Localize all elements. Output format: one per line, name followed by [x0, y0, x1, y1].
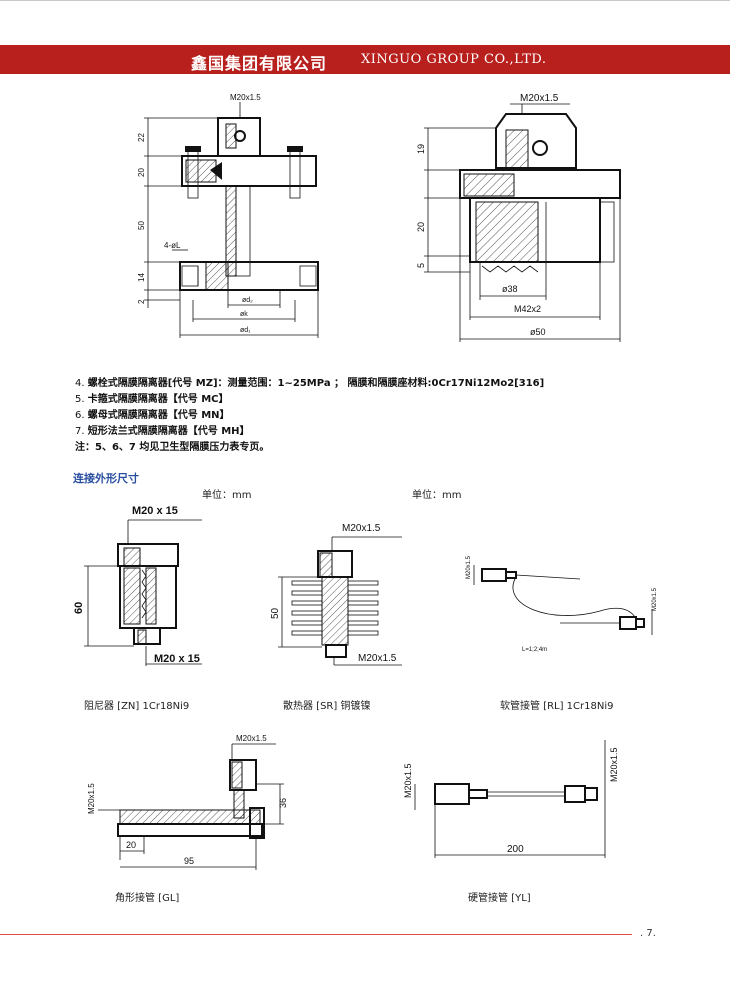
zn-thread-bottom: M20 x 15	[154, 653, 200, 665]
caption-zn: 阻尼器 [ZN] 1Cr18Ni9	[84, 701, 190, 712]
drawing-heatsink-sr: M20x1.5 50 M20x1.5	[270, 523, 402, 666]
note-num-5: 5.	[75, 394, 85, 405]
note-line-5: 5. 卡箍式隔膜隔离器【代号 MC】	[75, 393, 229, 406]
gl-dim-20: 20	[126, 840, 136, 850]
d50-label: ø50	[530, 327, 546, 337]
dim-50-label: 50	[137, 221, 146, 230]
drawing-threaded-isolator: 19 20 5 M20x1.5 ø38 M42x2 ø50	[416, 93, 621, 342]
note-line-4: 4. 螺栓式隔膜隔离器[代号 MZ]：测量范围：1~25MPa ； 隔膜和隔膜座…	[75, 377, 544, 390]
sr-thread-bottom: M20x1.5	[358, 653, 397, 664]
gl-dim-95: 95	[184, 856, 194, 866]
note-text-5: 卡箍式隔膜隔离器【代号 MC】	[87, 394, 229, 405]
m42-label: M42x2	[514, 304, 541, 314]
caption-yl: 硬管接管 [YL]	[468, 893, 531, 904]
gl-dim-36: 36	[278, 798, 288, 808]
holes-label: 4-øL	[164, 241, 181, 250]
drawing-rigid-tube-yl: M20x1.5 M20x1.5 200	[403, 740, 619, 858]
note-num-7: 7.	[75, 426, 85, 437]
yl-dim-200: 200	[507, 844, 524, 855]
unit-label-right: 单位：mm	[412, 490, 462, 501]
yl-thread-right: M20x1.5	[609, 747, 619, 782]
section-title: 连接外形尺寸	[73, 472, 139, 485]
rl-thread-right: M20x1.5	[652, 587, 658, 611]
rl-thread-left: M20x1.5	[466, 555, 472, 579]
thread-label: M20x1.5	[230, 93, 261, 102]
note-num-4: 4.	[75, 378, 85, 389]
unit-label-left: 单位：mm	[202, 490, 252, 501]
caption-gl: 角形接管 [GL]	[115, 893, 180, 904]
d1-label: ød₁	[240, 327, 251, 334]
dim-22-label: 22	[137, 133, 146, 142]
footer-rule	[0, 934, 632, 935]
note-text-6: 螺母式隔膜隔离器【代号 MN】	[87, 410, 230, 421]
header-banner: 鑫国集团有限公司 XINGUO GROUP CO.,LTD.	[0, 45, 730, 74]
company-name-cn: 鑫国集团有限公司	[191, 54, 328, 73]
page-top-border	[0, 0, 730, 1]
yl-thread-left: M20x1.5	[403, 763, 413, 798]
dim-5-label: 5	[416, 263, 426, 268]
d38-label: ø38	[502, 284, 518, 294]
drawing-damper-zn: M20 x 15 60 M20 x 15	[73, 505, 202, 666]
thread-label-right: M20x1.5	[520, 93, 559, 104]
dim-14-label: 14	[137, 273, 146, 282]
zn-dim-60: 60	[73, 602, 85, 614]
zn-thread-top: M20 x 15	[132, 505, 178, 517]
d2-label: ød₂	[242, 297, 253, 304]
rl-length: L=1;2;4m	[522, 647, 547, 653]
drawing-bolted-isolator: 22 20 50 14 2 4-øL M20x1.5 ød₂ øk ød₁	[137, 93, 319, 338]
note-text-4: 螺栓式隔膜隔离器[代号 MZ]：测量范围：1~25MPa ； 隔膜和隔膜座材料:…	[87, 378, 545, 389]
gl-thread-top: M20x1.5	[236, 734, 267, 743]
note-text-7: 短形法兰式隔膜隔离器【代号 MH】	[87, 426, 250, 437]
drawing-angle-tube-gl: M20x1.5 36 M20x1.5 20 95	[87, 734, 288, 870]
company-name-en: XINGUO GROUP CO.,LTD.	[361, 52, 547, 67]
caption-rl: 软管接管 [RL] 1Cr18Ni9	[500, 701, 614, 712]
note-footnote: 注：5、6、7 均见卫生型隔膜压力表专页。	[75, 442, 270, 453]
k-label: øk	[240, 311, 248, 318]
note-line-6: 6. 螺母式隔膜隔离器【代号 MN】	[75, 409, 230, 422]
page-number: . 7.	[640, 928, 656, 939]
dim-20-label-right: 20	[416, 222, 426, 232]
note-num-6: 6.	[75, 410, 85, 421]
note-line-7: 7. 短形法兰式隔膜隔离器【代号 MH】	[75, 425, 250, 438]
caption-sr: 散热器 [SR] 铜镀镍	[283, 701, 371, 712]
dim-19-label: 19	[416, 144, 426, 154]
dim-20-label: 20	[137, 168, 146, 177]
gl-thread-left: M20x1.5	[87, 783, 96, 814]
drawing-flexible-tube-rl: M20x1.5 M20x1.5 L=1;2;4m	[466, 555, 658, 653]
dim-2-label: 2	[137, 299, 146, 304]
sr-thread-top: M20x1.5	[342, 523, 381, 534]
sr-dim-50: 50	[270, 607, 281, 619]
